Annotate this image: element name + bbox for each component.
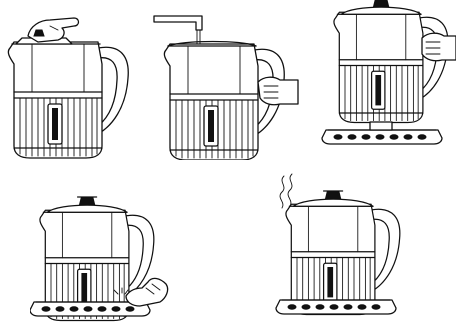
kettle-switch-on-icon: [30, 180, 180, 324]
kettle-filling-icon: [150, 10, 300, 160]
panel-open-lid: [0, 6, 140, 162]
panel-fill-water: [150, 10, 300, 160]
panel-boiling-steam: [274, 172, 414, 324]
kettle-place-on-base-icon: [312, 0, 456, 154]
kettle-steam-icon: [274, 172, 414, 324]
panel-switch-on: [30, 180, 180, 324]
panel-place-on-base: [312, 0, 456, 154]
kettle-lid-open-icon: [0, 6, 140, 162]
